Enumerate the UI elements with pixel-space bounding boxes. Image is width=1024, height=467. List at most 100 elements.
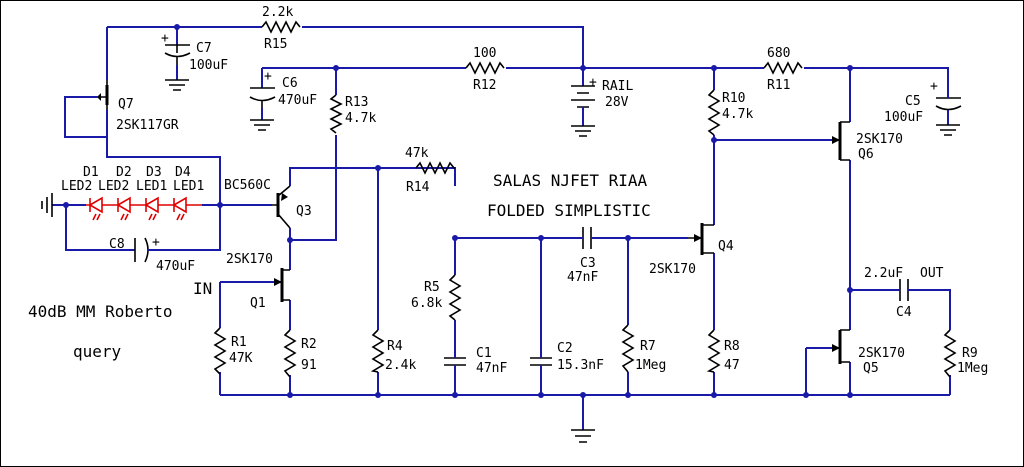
d2-ref: D2 <box>116 165 132 180</box>
transistor-q6 <box>832 121 850 161</box>
c4-value: 2.2uF <box>864 266 903 281</box>
r8-value: 47 <box>724 358 740 373</box>
q5-part: 2SK170 <box>858 346 905 361</box>
battery-rail <box>571 85 595 112</box>
r12-ref: R12 <box>473 78 496 93</box>
q3-ref: Q3 <box>296 204 312 219</box>
r4-ref: R4 <box>387 339 403 354</box>
led-d4 <box>170 196 202 221</box>
rail-voltage: 28V <box>605 95 629 110</box>
capacitor-c5 <box>935 90 962 111</box>
ground-symbols <box>41 79 960 443</box>
resistor-r12 <box>465 61 505 75</box>
r7-value: 1Meg <box>635 358 666 373</box>
c1-value: 47nF <box>476 361 507 376</box>
led-d1 <box>86 196 114 221</box>
c8-plus: + <box>152 235 160 250</box>
c4-ref: C4 <box>896 305 912 320</box>
c6-plus: + <box>264 69 272 84</box>
resistor-r2 <box>283 329 297 378</box>
r14-value: 47k <box>405 146 429 161</box>
output-label: OUT <box>920 266 944 281</box>
q7-ref: Q7 <box>118 97 134 112</box>
q4-part: 2SK170 <box>649 262 696 277</box>
resistor-r11 <box>763 61 803 75</box>
c7-value: 100uF <box>189 58 228 73</box>
r15-ref: R15 <box>264 37 287 52</box>
q4-ref: Q4 <box>718 239 734 254</box>
resistor-r14 <box>415 161 455 175</box>
q7-part: 2SK117GR <box>116 118 179 133</box>
resistor-r8 <box>706 329 721 373</box>
r10-ref: R10 <box>722 91 745 106</box>
r12-value: 100 <box>473 46 496 61</box>
r2-value: 91 <box>301 358 317 373</box>
r2-ref: R2 <box>301 337 317 352</box>
c8-ref: C8 <box>109 237 125 252</box>
r4-value: 2.4k <box>385 358 416 373</box>
resistor-r1 <box>213 327 227 375</box>
capacitor-c6 <box>249 87 276 108</box>
junction-dots <box>63 24 853 398</box>
battery-plus: + <box>589 75 597 90</box>
transistor-q1 <box>274 268 290 302</box>
q6-part: 2SK170 <box>856 132 903 147</box>
wires <box>52 26 951 430</box>
c5-value: 100uF <box>884 110 923 125</box>
d3-ref: D3 <box>146 165 162 180</box>
capacitor-c3 <box>574 227 600 249</box>
c1-ref: C1 <box>476 346 492 361</box>
input-label: IN <box>193 279 212 298</box>
capacitor-c4 <box>892 279 916 301</box>
d3-part: LED1 <box>136 179 167 194</box>
title-line-2: FOLDED SIMPLISTIC <box>487 201 651 220</box>
r5-ref: R5 <box>424 280 440 295</box>
q1-ref: Q1 <box>250 296 266 311</box>
resistor-r7 <box>621 324 635 373</box>
r14-ref: R14 <box>406 180 430 195</box>
c7-ref: C7 <box>196 41 212 56</box>
transistor-q3 <box>272 185 291 229</box>
q6-ref: Q6 <box>858 147 874 162</box>
gain-note: 40dB MM Roberto <box>28 302 173 321</box>
d1-part: LED2 <box>61 179 92 194</box>
resistor-r13 <box>329 94 343 134</box>
r10-value: 4.7k <box>722 107 753 122</box>
r5-value: 6.8k <box>411 296 442 311</box>
d1-ref: D1 <box>83 165 99 180</box>
capacitor-c2 <box>530 352 552 372</box>
resistor-r15 <box>261 20 301 34</box>
c7-plus: + <box>161 31 169 46</box>
c2-ref: C2 <box>557 341 573 356</box>
c3-value: 47nF <box>567 270 598 285</box>
q5-ref: Q5 <box>863 361 879 376</box>
d4-ref: D4 <box>175 165 191 180</box>
r1-ref: R1 <box>231 335 247 350</box>
resistor-r5 <box>448 274 462 321</box>
title-line-1: SALAS NJFET RIAA <box>493 171 647 190</box>
capacitor-c8 <box>134 237 159 263</box>
r15-value: 2.2k <box>262 5 293 20</box>
r13-value: 4.7k <box>345 111 376 126</box>
rail-label: RAIL <box>602 79 633 94</box>
query-note: query <box>73 342 122 361</box>
r1-value: 47K <box>229 351 253 366</box>
resistor-r10 <box>707 89 721 136</box>
led-d3 <box>142 196 170 221</box>
r8-ref: R8 <box>724 339 740 354</box>
led-d2 <box>114 196 142 221</box>
c2-value: 15.3nF <box>557 358 604 373</box>
r11-ref: R11 <box>767 78 790 93</box>
r9-value: 1Meg <box>957 361 988 376</box>
resistor-r4 <box>370 329 385 373</box>
c6-value: 470uF <box>278 93 317 108</box>
d4-part: LED1 <box>173 179 204 194</box>
q1-part: 2SK170 <box>226 252 273 267</box>
transistor-q5 <box>832 329 850 364</box>
c5-plus: + <box>930 79 938 94</box>
q3-part: BC560C <box>224 178 271 193</box>
resistor-r9 <box>943 329 957 378</box>
r13-ref: R13 <box>345 95 368 110</box>
